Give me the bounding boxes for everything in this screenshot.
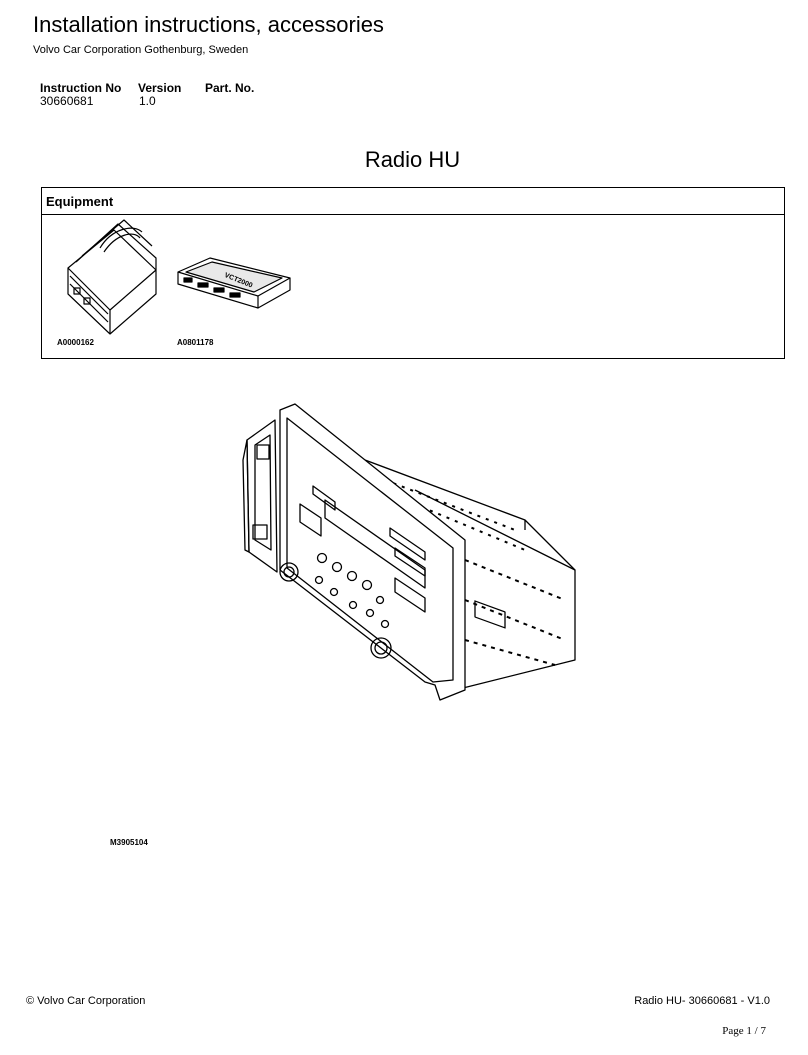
vida-cd-icon: VCT2000 xyxy=(177,257,291,309)
company-name: Volvo Car Corporation Gothenburg, Sweden xyxy=(33,44,249,56)
version-label: Version xyxy=(138,81,182,95)
instruction-no-label: Instruction No xyxy=(40,81,122,95)
footer-copyright: © Volvo Car Corporation xyxy=(26,995,146,1007)
main-figure-code: M3905104 xyxy=(110,838,148,847)
toolbox-icon xyxy=(67,219,157,335)
equipment-code-toolbox: A0000162 xyxy=(57,338,94,347)
version-value: 1.0 xyxy=(139,94,156,108)
page-number: Page 1 / 7 xyxy=(722,1025,766,1037)
part-no-label: Part. No. xyxy=(205,81,255,95)
instruction-no-value: 30660681 xyxy=(40,94,94,108)
document-heading: Radio HU xyxy=(364,147,461,172)
footer-doc-ref: Radio HU- 30660681 - V1.0 xyxy=(634,995,770,1007)
radio-head-unit-icon xyxy=(242,403,576,701)
equipment-code-cd: A0801178 xyxy=(177,338,214,347)
page-title: Installation instructions, accessories xyxy=(33,12,384,37)
equipment-box: Equipment VCT200 xyxy=(41,187,785,359)
equipment-heading: Equipment xyxy=(46,194,114,209)
equipment-header: Equipment xyxy=(42,188,784,215)
